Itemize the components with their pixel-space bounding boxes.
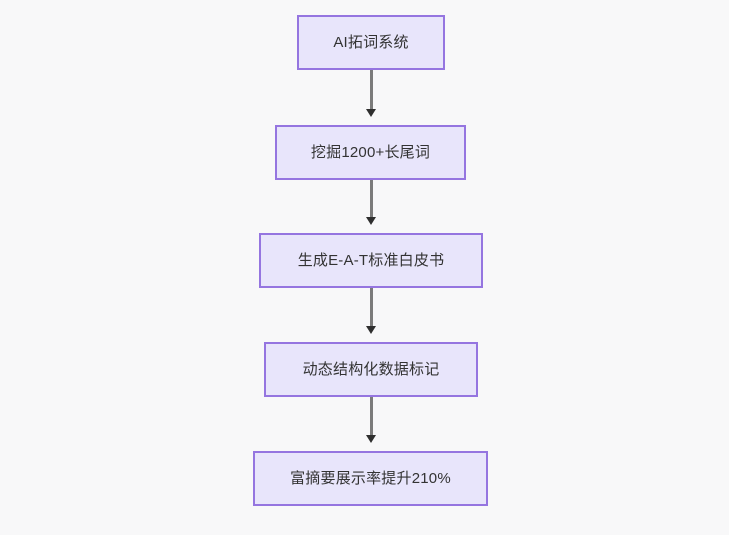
flow-node-generate-eat-whitepaper[interactable]: 生成E-A-T标准白皮书 bbox=[259, 233, 483, 288]
edge-line bbox=[369, 70, 373, 109]
flow-node-label: 生成E-A-T标准白皮书 bbox=[297, 251, 445, 269]
flow-node-rich-snippet-impression-lift[interactable]: 富摘要展示率提升210% bbox=[253, 451, 488, 506]
arrowhead-icon bbox=[366, 435, 376, 443]
arrowhead-icon bbox=[366, 109, 376, 117]
flow-node-label: 动态结构化数据标记 bbox=[302, 360, 440, 378]
edge-line bbox=[369, 397, 373, 435]
flow-node-label: AI拓词系统 bbox=[333, 33, 409, 51]
arrowhead-icon bbox=[366, 217, 376, 225]
flow-node-label: 富摘要展示率提升210% bbox=[290, 469, 451, 487]
flow-node-mine-longtail-keywords[interactable]: 挖掘1200+长尾词 bbox=[275, 125, 466, 180]
flow-node-label: 挖掘1200+长尾词 bbox=[310, 143, 431, 161]
flow-node-ai-keyword-system[interactable]: AI拓词系统 bbox=[297, 15, 445, 70]
edge-line bbox=[369, 288, 373, 326]
edge-line bbox=[369, 180, 373, 217]
arrowhead-icon bbox=[366, 326, 376, 334]
flow-node-dynamic-structured-data-markup[interactable]: 动态结构化数据标记 bbox=[264, 342, 478, 397]
